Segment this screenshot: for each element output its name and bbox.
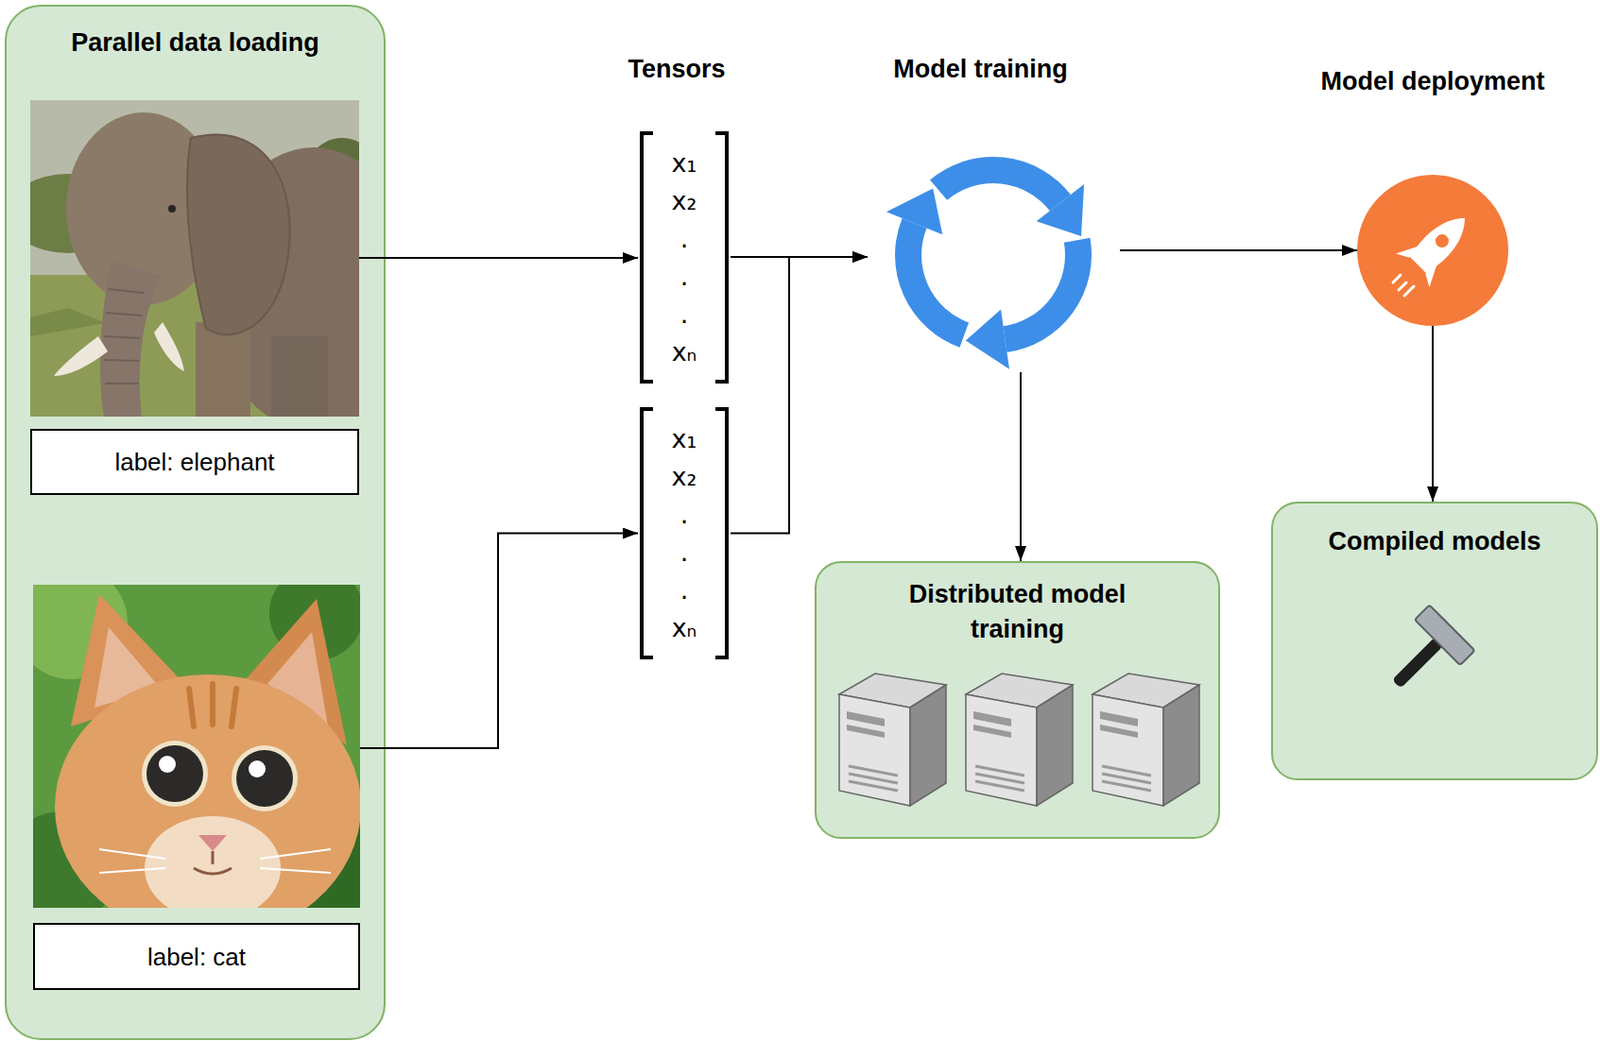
figure-part xyxy=(938,170,1084,237)
arrow-connector xyxy=(360,533,638,750)
figure-part xyxy=(1395,236,1423,263)
figure-part xyxy=(154,322,185,372)
figure-part xyxy=(54,674,361,909)
figure-part xyxy=(100,260,161,417)
figure-part xyxy=(938,170,1061,204)
tensor-vector: x₁x₂...xₙ xyxy=(637,406,731,661)
group-panel: Parallel data loading label: elephant xyxy=(4,4,386,1041)
figure-part xyxy=(99,849,331,874)
vector-entries: x₁x₂...xₙ xyxy=(637,130,731,385)
training-cycle: Model training xyxy=(867,137,1120,373)
arrow-connector xyxy=(359,257,638,259)
panel-heading: Parallel data loading xyxy=(70,27,320,58)
label-box: label: elephant xyxy=(30,429,360,496)
sample-label: label: cat xyxy=(147,943,246,972)
figure-part xyxy=(158,756,176,774)
figure-part xyxy=(195,322,251,417)
vector-entry: xₙ xyxy=(671,333,698,372)
rocket-icon xyxy=(1357,174,1509,327)
vector-entry: . xyxy=(680,220,689,259)
figure-part xyxy=(963,302,1033,370)
figure-part xyxy=(874,186,1005,345)
figure-part xyxy=(193,851,232,875)
sample-card: label: cat xyxy=(33,584,361,991)
figure-part xyxy=(839,673,947,807)
vector-entry: x₁ xyxy=(671,420,698,459)
figure-part xyxy=(641,409,654,658)
vector-entry: . xyxy=(680,571,689,610)
sample-label: label: elephant xyxy=(114,447,275,477)
heading-wrap: Parallel data loading xyxy=(6,27,384,58)
figure-part xyxy=(103,289,144,384)
vector-entry: xₙ xyxy=(671,609,698,648)
figure-part xyxy=(198,835,227,852)
heading-wrap: Model deployment xyxy=(1281,62,1584,101)
figure-part xyxy=(1373,604,1475,706)
figure-part xyxy=(1392,636,1444,689)
vector-entry: . xyxy=(680,295,689,334)
figure-part xyxy=(886,186,956,254)
cycle-icon xyxy=(867,137,1120,373)
figure-part xyxy=(886,223,976,345)
figure-part xyxy=(1420,260,1447,288)
figure-part xyxy=(1407,207,1475,276)
figure-part xyxy=(1373,604,1475,706)
column-heading: Tensors xyxy=(627,52,725,86)
vector-entry: x₂ xyxy=(671,182,698,221)
figure-part xyxy=(187,135,291,336)
figure-part xyxy=(715,409,727,658)
arrow-connector xyxy=(1431,326,1434,502)
arrow-connector xyxy=(730,257,868,534)
figure-part xyxy=(965,673,1073,807)
figure-part xyxy=(1432,231,1452,251)
figure-part xyxy=(248,760,266,778)
figure-part xyxy=(168,205,176,213)
vector-entry: . xyxy=(680,496,689,534)
figure-part xyxy=(271,336,328,417)
figure-part xyxy=(1036,184,1084,237)
figure-part xyxy=(715,133,727,382)
figure-part xyxy=(236,750,293,808)
box-heading: Compiled models xyxy=(1327,524,1541,560)
arrow-connector xyxy=(730,256,868,259)
arrow-connector xyxy=(1119,249,1358,252)
stage-heading: Model training xyxy=(848,50,1113,88)
vector-entries: x₁x₂...xₙ xyxy=(637,406,731,661)
figure-part xyxy=(1005,234,1095,357)
figure-part xyxy=(641,133,654,382)
vector-entry: . xyxy=(680,533,689,572)
group-box: Compiled models xyxy=(1271,501,1599,781)
figure-part xyxy=(1414,604,1476,666)
vector-entry: x₂ xyxy=(671,458,698,497)
deploy-circle: Model deployment xyxy=(1357,174,1509,327)
heading-wrap: Compiled models xyxy=(1273,524,1597,560)
sample-card: label: elephant xyxy=(30,100,360,496)
cat-photo xyxy=(33,584,361,909)
figure-part xyxy=(30,308,106,337)
heading-wrap: Model training xyxy=(848,50,1113,88)
figure-part xyxy=(963,217,1095,373)
elephant-photo xyxy=(30,100,360,417)
label-box: label: cat xyxy=(33,923,361,991)
figure-part xyxy=(53,336,108,377)
figure-part xyxy=(1393,275,1414,296)
figure-part xyxy=(144,816,281,909)
figure-part xyxy=(1092,673,1200,807)
group-box: Distributed model training xyxy=(814,561,1221,840)
vector-entry: x₁ xyxy=(671,144,698,183)
heading-wrap: Distributed model training xyxy=(816,577,1219,648)
figure-part xyxy=(231,745,298,812)
box-heading: Distributed model training xyxy=(876,577,1160,648)
tensor-vector: x₁x₂...xₙ xyxy=(637,130,731,385)
figure-part xyxy=(1395,201,1482,288)
figure-part xyxy=(146,745,204,803)
figure-part xyxy=(189,684,237,727)
figure-part xyxy=(141,740,208,808)
label-wrap: Tensors xyxy=(582,52,772,86)
vector-entry: . xyxy=(680,258,689,296)
stage-heading: Model deployment xyxy=(1281,62,1584,101)
arrow-connector xyxy=(1019,372,1022,562)
